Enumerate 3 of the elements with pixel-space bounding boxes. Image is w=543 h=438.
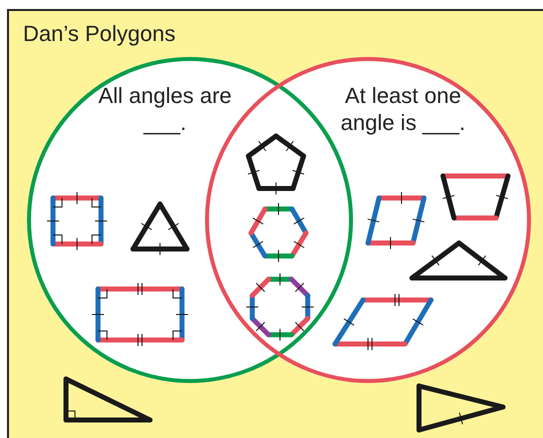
diagram-title: Dan’s Polygons [23, 21, 176, 47]
set-label: At least one angle is ___. [340, 82, 466, 136]
set-label: All angles are ___. [97, 82, 233, 136]
